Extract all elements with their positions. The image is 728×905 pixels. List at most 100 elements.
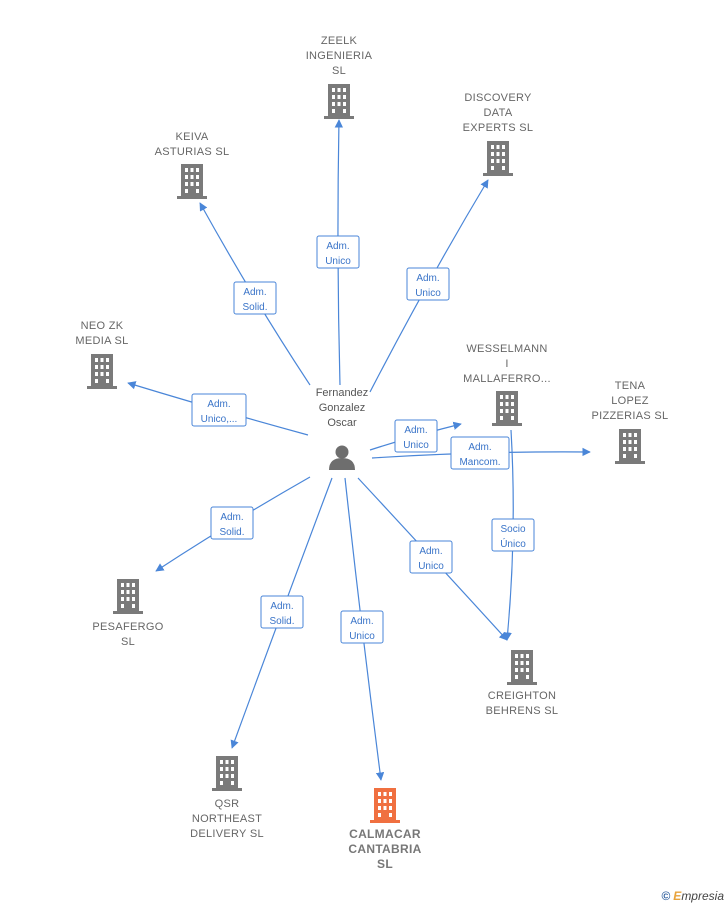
company-label: ASTURIAS SL xyxy=(155,146,230,158)
company-label: ZEELK xyxy=(321,35,358,47)
edge-label-text: Socio xyxy=(500,524,525,535)
edge-label-text: Adm. xyxy=(416,273,439,284)
building-icon xyxy=(507,650,537,685)
edge-label-text: Adm. xyxy=(419,546,442,557)
brand-initial: E xyxy=(673,889,682,903)
edge-label-text: Unico xyxy=(403,440,429,451)
company-label: NORTHEAST xyxy=(192,813,262,825)
edge-label[interactable]: Adm. Unico xyxy=(316,235,360,269)
company-label: TENA xyxy=(615,380,646,392)
company-node-keiva[interactable]: KEIVA ASTURIAS SL xyxy=(155,131,230,199)
edge-label-text: Unico xyxy=(418,561,444,572)
company-node-zeelk[interactable]: ZEELK INGENIERIA SL xyxy=(306,35,373,119)
building-icon xyxy=(212,756,242,791)
building-icon xyxy=(177,164,207,199)
person-label: Oscar xyxy=(327,417,357,429)
edge-label-box xyxy=(406,267,450,301)
edge-label-text: Adm. xyxy=(207,399,230,410)
building-icon xyxy=(370,788,400,823)
building-icon xyxy=(492,391,522,426)
edge-label-text: Adm. xyxy=(270,601,293,612)
edge-label-box xyxy=(191,393,247,427)
company-label: NEO ZK xyxy=(81,320,124,332)
company-label: DISCOVERY xyxy=(464,92,532,104)
edge-label-text: Adm. xyxy=(326,241,349,252)
person-label: Fernandez xyxy=(316,387,369,399)
company-label: DATA xyxy=(484,107,513,119)
edge-label-box xyxy=(233,281,277,315)
company-label: SL xyxy=(121,636,135,648)
company-label: EXPERTS SL xyxy=(463,122,534,134)
edge-label-box xyxy=(394,419,438,453)
company-node-neozk[interactable]: NEO ZK MEDIA SL xyxy=(75,320,128,389)
edge-label-box xyxy=(316,235,360,269)
edge-label[interactable]: Adm. Unico xyxy=(340,610,384,644)
nodes-layer: ZEELK INGENIERIA SL DISCOVERY DATA EXPERTS SL… xyxy=(75,35,668,871)
edge-label-text: Adm. xyxy=(243,287,266,298)
edge-label-box xyxy=(340,610,384,644)
company-label: LOPEZ xyxy=(611,395,649,407)
edge-label-text: Unico xyxy=(349,631,375,642)
edge-label[interactable]: Adm. Unico,... xyxy=(191,393,247,427)
company-label: CANTABRIA xyxy=(348,842,421,856)
company-node-pesafergo[interactable]: PESAFERGO SL xyxy=(92,579,163,648)
edge-label-box xyxy=(491,518,535,552)
company-node-discovery[interactable]: DISCOVERY DATA EXPERTS SL xyxy=(463,92,534,176)
edge-label[interactable]: Adm. Unico xyxy=(406,267,450,301)
edge-label[interactable]: Adm. Mancom. xyxy=(450,436,510,470)
edge-label-box xyxy=(210,506,254,540)
edge-label-text: Adm. xyxy=(404,425,427,436)
company-label: INGENIERIA xyxy=(306,50,373,62)
edge-label-box xyxy=(409,540,453,574)
edge-label[interactable]: Adm. Unico xyxy=(409,540,453,574)
empresia-brand: ©Empresia xyxy=(661,889,724,903)
person-icon xyxy=(329,445,355,470)
edge-label-text: Solid. xyxy=(242,302,267,313)
company-label: WESSELMANN xyxy=(466,343,547,355)
edge-label-text: Solid. xyxy=(269,616,294,627)
building-icon xyxy=(483,141,513,176)
edge-label-text: Adm. xyxy=(350,616,373,627)
company-node-wesselmann[interactable]: WESSELMANN I MALLAFERRO... xyxy=(463,343,551,426)
building-icon xyxy=(615,429,645,464)
building-icon xyxy=(87,354,117,389)
edge-label[interactable]: Adm. Solid. xyxy=(260,595,304,629)
edge-labels-layer: Adm.UnicoAdm.UnicoAdm.Solid.Adm.Unico,..… xyxy=(191,235,535,644)
company-label: I xyxy=(505,358,508,370)
edge-label-text: Unico xyxy=(415,288,441,299)
edge-label-text: Solid. xyxy=(219,527,244,538)
person-label: Gonzalez xyxy=(319,402,365,414)
company-label: PESAFERGO xyxy=(92,621,163,633)
company-node-creighton[interactable]: CREIGHTON BEHRENS SL xyxy=(486,650,559,717)
copyright-icon: © xyxy=(661,889,671,903)
company-label: KEIVA xyxy=(175,131,208,143)
edge-label-box xyxy=(450,436,510,470)
edge-label-text: Unico xyxy=(325,256,351,267)
company-label: MALLAFERRO... xyxy=(463,373,551,385)
edge-label-text: Unico,... xyxy=(201,414,238,425)
company-label: PIZZERIAS SL xyxy=(592,410,669,422)
company-label: DELIVERY SL xyxy=(190,828,264,840)
company-label: CREIGHTON xyxy=(488,690,557,702)
company-label: QSR xyxy=(215,798,240,810)
edge-label-text: Mancom. xyxy=(459,457,500,468)
company-label: SL xyxy=(377,857,393,871)
edge-label-box xyxy=(260,595,304,629)
edge-label-text: Adm. xyxy=(468,442,491,453)
company-node-qsr[interactable]: QSR NORTHEAST DELIVERY SL xyxy=(190,756,264,840)
edge-label[interactable]: Adm. Solid. xyxy=(233,281,277,315)
edge-label[interactable]: Adm. Solid. xyxy=(210,506,254,540)
company-label: CALMACAR xyxy=(349,827,421,841)
company-label: BEHRENS SL xyxy=(486,705,559,717)
edge-label[interactable]: Adm. Unico xyxy=(394,419,438,453)
brand-rest: mpresia xyxy=(681,889,724,903)
company-node-tena[interactable]: TENA LOPEZ PIZZERIAS SL xyxy=(592,380,669,464)
edge-label-text: Adm. xyxy=(220,512,243,523)
building-icon xyxy=(113,579,143,614)
company-label: SL xyxy=(332,65,346,77)
company-label: MEDIA SL xyxy=(75,335,128,347)
